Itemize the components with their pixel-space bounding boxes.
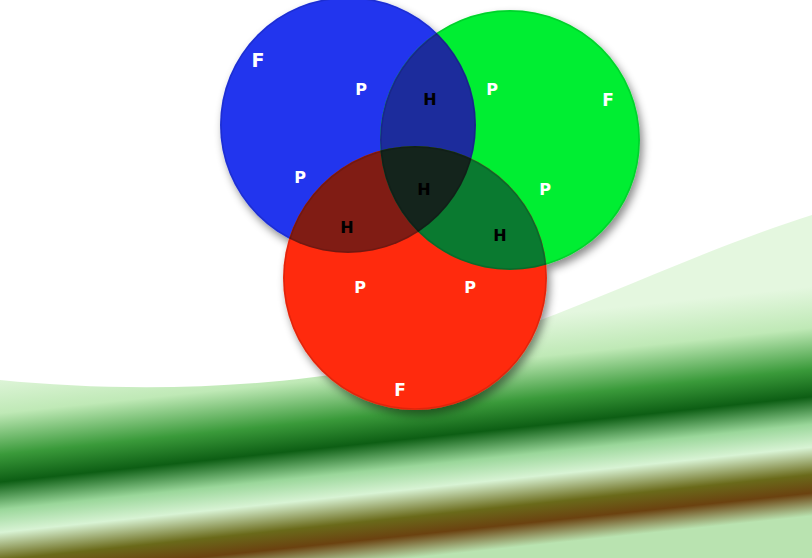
h-label: H [417,182,430,198]
p-label: P [355,82,367,98]
green-circle: F [380,10,640,270]
p-label: P [294,170,306,186]
p-label: P [464,280,476,296]
circle-outline [380,10,640,270]
p-label: P [486,82,498,98]
h-label: H [423,92,436,108]
circle-outline [220,0,476,253]
p-label: P [539,182,551,198]
blue-circle: F [220,0,476,253]
p-label: P [354,280,366,296]
circle-letter: F [602,92,614,109]
circle-outline [283,146,547,410]
circle-letter: F [394,382,406,399]
red-circle: F [283,146,547,410]
h-label: H [493,228,506,244]
circle-letter: F [252,51,265,70]
h-label: H [340,220,353,236]
